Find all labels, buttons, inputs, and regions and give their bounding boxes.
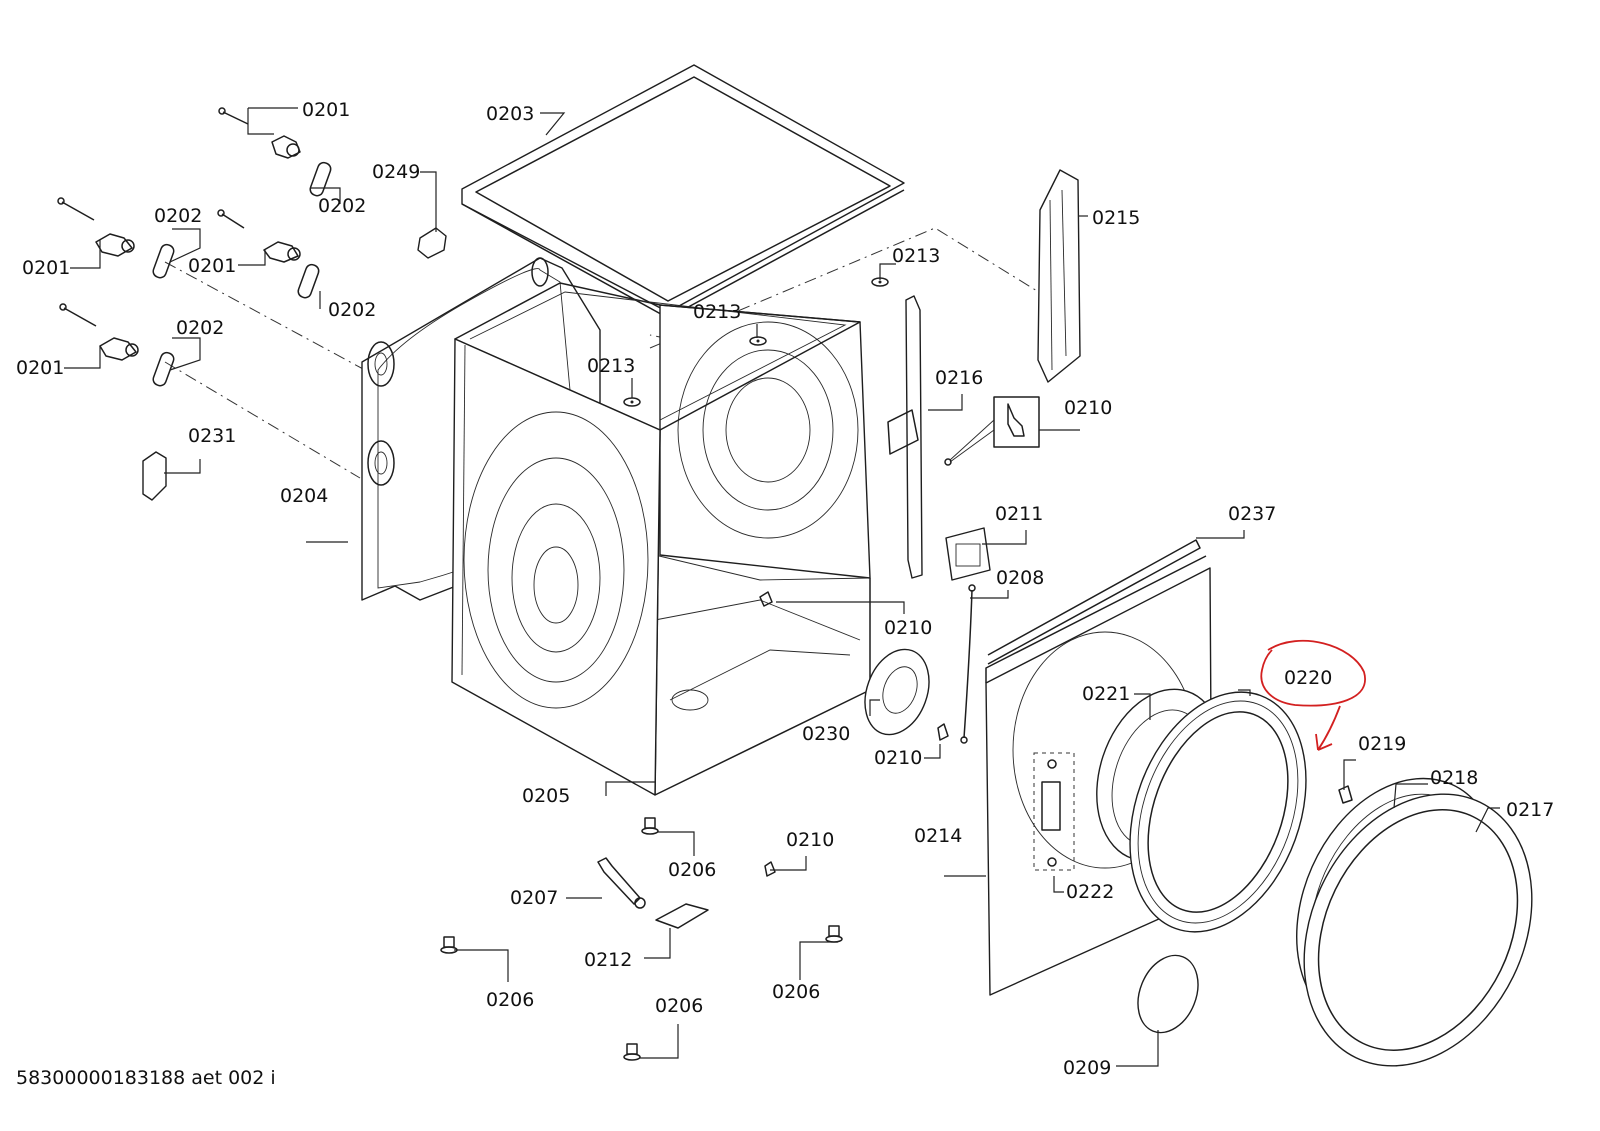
part-0237-rail: [987, 539, 1201, 665]
label-0206: 0206: [668, 859, 716, 881]
part-0208-cord: [960, 584, 976, 744]
label-0212: 0212: [584, 949, 632, 971]
label-0230: 0230: [802, 723, 850, 745]
part-0231-clip: [142, 451, 167, 501]
label-0237: 0237: [1228, 503, 1276, 525]
label-0219: 0219: [1358, 733, 1406, 755]
label-0220: 0220: [1284, 667, 1332, 689]
label-0231: 0231: [188, 425, 236, 447]
label-0209: 0209: [1063, 1057, 1111, 1079]
part-0222-door-lock: [1033, 752, 1075, 871]
part-0219-pin: [1338, 785, 1353, 804]
part-0216-upright: [887, 295, 923, 579]
label-0249: 0249: [372, 161, 420, 183]
part-0207-spanner: [597, 857, 646, 909]
label-0207: 0207: [510, 887, 558, 909]
label-0217: 0217: [1506, 799, 1554, 821]
part-0211-module: [945, 527, 991, 581]
part-0230-housing: [864, 648, 930, 736]
part-0209-cap: [1137, 954, 1199, 1034]
label-0203: 0203: [486, 103, 534, 125]
label-0216: 0216: [935, 367, 983, 389]
part-0205-cabinet: [451, 282, 871, 796]
part-0210-inset-box: [944, 396, 1040, 466]
label-0202: 0202: [154, 205, 202, 227]
label-0213: 0213: [693, 301, 741, 323]
label-0201: 0201: [16, 357, 64, 379]
label-0206: 0206: [655, 995, 703, 1017]
label-0213: 0213: [587, 355, 635, 377]
label-0204: 0204: [280, 485, 328, 507]
label-0210: 0210: [1064, 397, 1112, 419]
label-0206: 0206: [486, 989, 534, 1011]
label-0213: 0213: [892, 245, 940, 267]
part-0215-upright: [1037, 169, 1081, 383]
label-0221: 0221: [1082, 683, 1130, 705]
part-0212-plate: [655, 903, 709, 929]
leader-lines: [64, 107, 1500, 1067]
part-0217-door-outer-ring: [1303, 793, 1533, 1067]
label-0208: 0208: [996, 567, 1044, 589]
label-0215: 0215: [1092, 207, 1140, 229]
part-0249-bracket: [417, 227, 447, 259]
part-0210-small-items: [759, 591, 949, 877]
label-0205: 0205: [522, 785, 570, 807]
label-0201: 0201: [302, 99, 350, 121]
label-0210: 0210: [786, 829, 834, 851]
part-0206-feet: [440, 817, 843, 1061]
label-0210: 0210: [884, 617, 932, 639]
label-0210: 0210: [874, 747, 922, 769]
label-0201: 0201: [22, 257, 70, 279]
label-0218: 0218: [1430, 767, 1478, 789]
label-0211: 0211: [995, 503, 1043, 525]
document-id: 58300000183188 aet 002 i: [16, 1067, 276, 1089]
label-0202: 0202: [176, 317, 224, 339]
label-0202: 0202: [328, 299, 376, 321]
label-0206: 0206: [772, 981, 820, 1003]
callout-labels: 0201 0201 0201 0201 0202 0202 0202 0202 …: [16, 99, 1554, 1079]
part-0201-transport-bolts: [57, 107, 301, 361]
label-0202: 0202: [318, 195, 366, 217]
label-0201: 0201: [188, 255, 236, 277]
label-0222: 0222: [1066, 881, 1114, 903]
red-annotation: [1260, 639, 1366, 751]
part-0202-covers: [152, 161, 332, 387]
label-0214: 0214: [914, 825, 962, 847]
part-0220-door-ring: [1129, 691, 1307, 933]
